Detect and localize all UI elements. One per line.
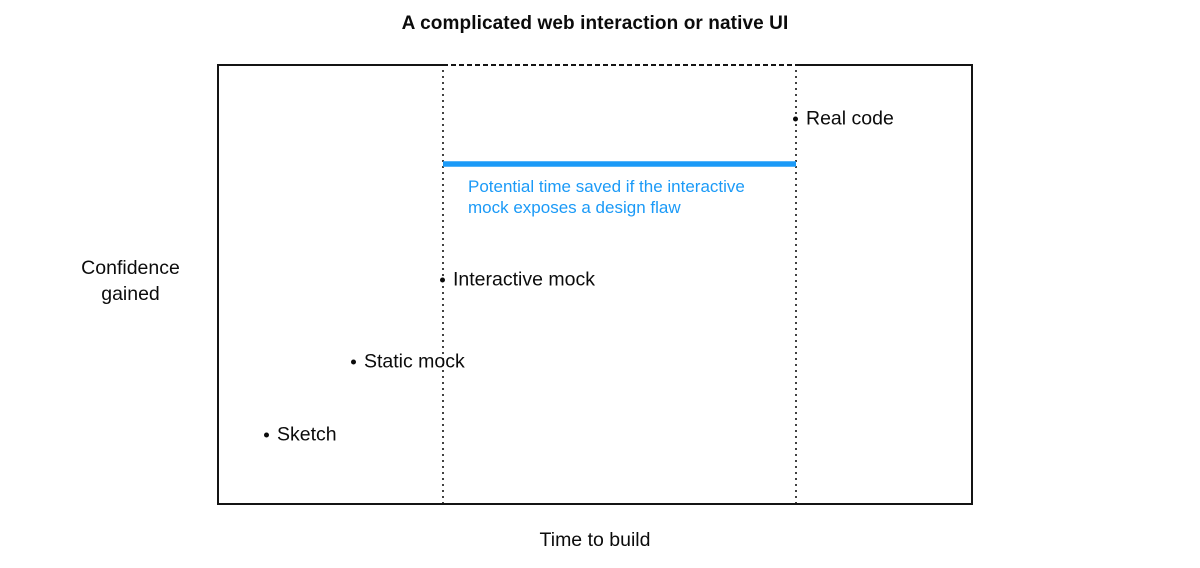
point-marker-icon xyxy=(793,116,798,122)
chart-title: A complicated web interaction or native … xyxy=(401,13,789,34)
data-point-real-code: Real code xyxy=(793,108,894,131)
data-point-interactive-mock: Interactive mock xyxy=(440,269,595,292)
point-label: Static mock xyxy=(364,350,465,373)
point-marker-icon xyxy=(351,359,356,365)
x-axis-label: Time to build xyxy=(539,529,651,551)
point-marker-icon xyxy=(264,432,269,438)
point-label: Interactive mock xyxy=(453,268,595,291)
point-label: Real code xyxy=(806,107,894,130)
time-saved-annotation: Potential time saved if the interactive … xyxy=(468,177,745,217)
plot-lines xyxy=(217,64,973,505)
point-marker-icon xyxy=(440,277,445,283)
data-point-static-mock: Static mock xyxy=(351,351,465,374)
data-point-sketch: Sketch xyxy=(264,424,337,447)
plot-area: Potential time saved if the interactive … xyxy=(217,64,973,505)
point-label: Sketch xyxy=(277,423,337,446)
y-axis-label: Confidence gained xyxy=(81,257,180,305)
